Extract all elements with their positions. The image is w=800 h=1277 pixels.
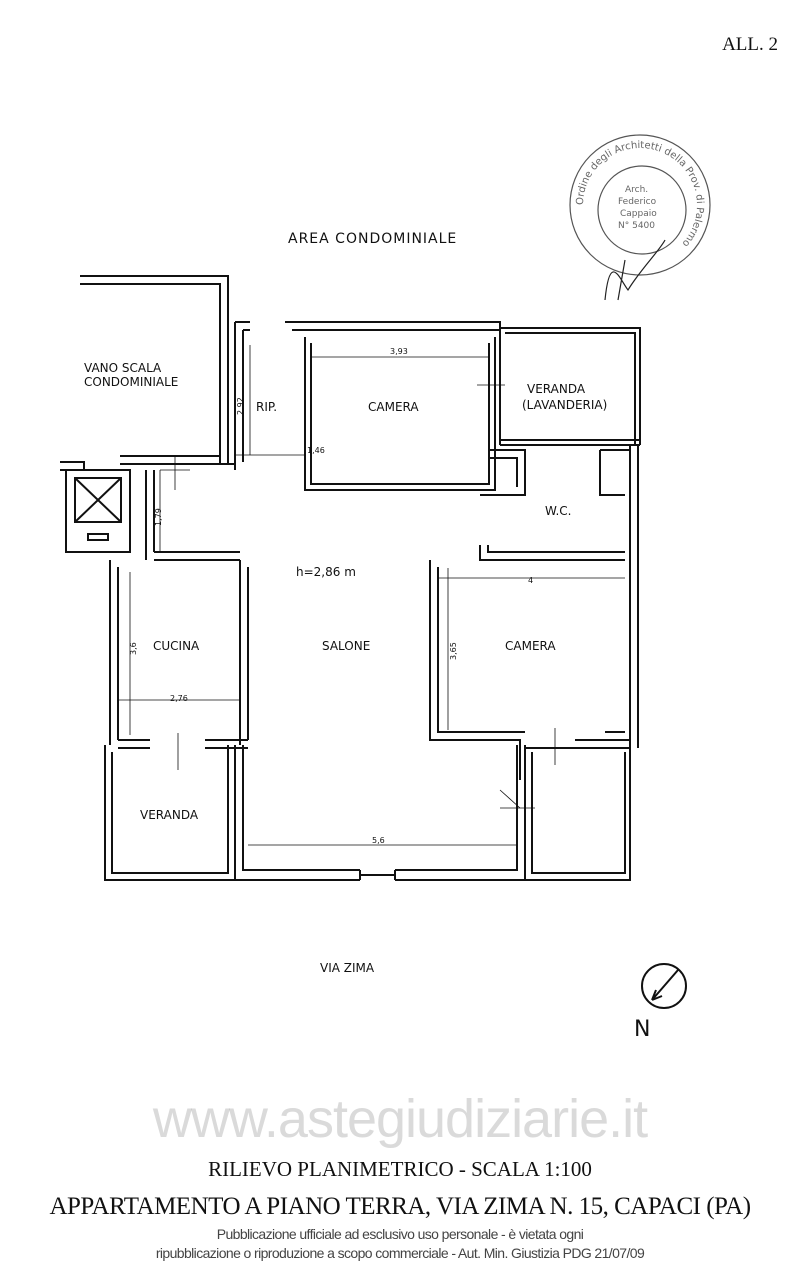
publication-notice-1: Pubblicazione ufficiale ad esclusivo uso… [216,1226,584,1242]
svg-text:1,46: 1,46 [307,446,325,455]
watermark: www.astegiudiziarie.it [152,1089,648,1149]
svg-text:1,79: 1,79 [154,508,163,526]
inner-walls [118,337,640,780]
room-wc: W.C. [545,504,572,518]
outer-walls [104,321,641,881]
svg-text:Cappaio: Cappaio [620,209,657,219]
elevator-icon [65,469,131,553]
svg-text:3,6: 3,6 [129,642,138,655]
svg-text:Federico: Federico [618,197,657,207]
stair-label-2: CONDOMINIALE [84,375,178,389]
room-veranda-lavanderia-2: (LAVANDERIA) [522,398,607,412]
attachment-label: ALL. 2 [722,34,778,55]
room-veranda-lavanderia-1: VERANDA [527,382,586,396]
room-camera-right: CAMERA [505,639,556,653]
svg-text:5,6: 5,6 [372,836,385,845]
stair-label-1: VANO SCALA [84,361,162,375]
svg-text:Arch.: Arch. [625,185,648,195]
drawing-title: RILIEVO PLANIMETRICO - SCALA 1:100 [208,1157,592,1181]
svg-text:N° 5400: N° 5400 [618,221,655,231]
room-cucina: CUCINA [153,639,200,653]
publication-notice-2: ripubblicazione o riproduzione a scopo c… [155,1245,645,1261]
drawing-subtitle: APPARTAMENTO A PIANO TERRA, VIA ZIMA N. … [49,1193,751,1220]
room-salone: SALONE [322,639,370,653]
area-label: AREA CONDOMINIALE [288,231,457,247]
north-label: N [634,1017,650,1042]
street-label: VIA ZIMA [320,961,375,975]
architect-stamp [569,134,711,301]
dimension-lines [118,345,625,846]
stamp-text: Arch. Federico Cappaio N° 5400 [618,185,657,231]
svg-text:4: 4 [528,576,533,585]
svg-text:3,93: 3,93 [390,347,408,356]
ceiling-height: h=2,86 m [296,565,356,579]
north-arrow-icon [641,963,687,1009]
dimension-labels: 3,93 2,92 1,46 1,79 4 3,6 3,65 2,76 5,6 [129,347,533,845]
svg-text:2,92: 2,92 [236,397,245,415]
svg-text:2,76: 2,76 [170,694,188,703]
room-veranda: VERANDA [140,808,199,822]
room-camera-top: CAMERA [368,400,419,414]
svg-text:3,65: 3,65 [449,642,458,660]
room-rip: RIP. [256,400,277,414]
